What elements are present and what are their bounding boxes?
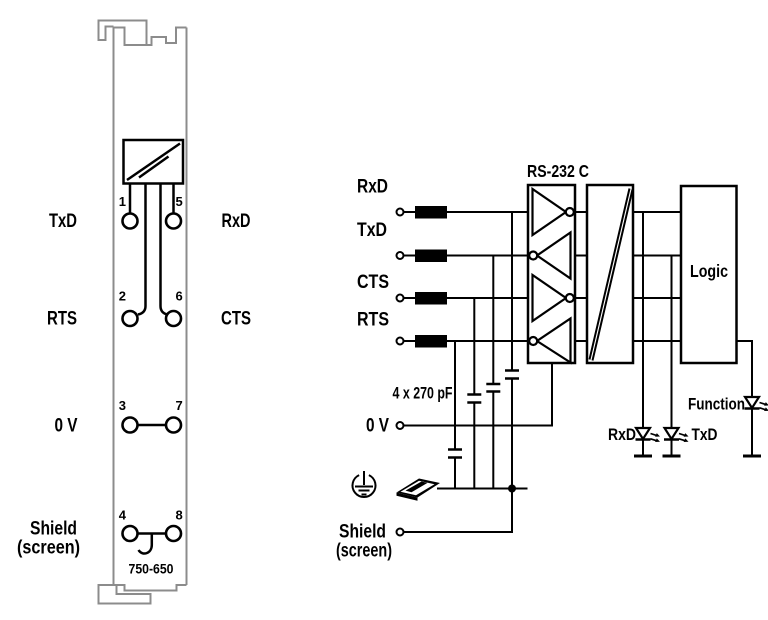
led-label-txd: TxD	[692, 426, 718, 444]
input-node-rxd	[395, 207, 405, 217]
input-node-0v	[395, 421, 405, 430]
din-rail-contact-icon	[396, 478, 440, 501]
module-label-rts: RTS	[47, 309, 77, 330]
led-wire-function	[736, 340, 753, 397]
module-label-shield: Shield	[30, 519, 77, 540]
isolation-diagonal-2	[591, 189, 634, 361]
terminal-number-6: 6	[176, 289, 183, 304]
module-label-txd: TxD	[49, 211, 77, 232]
rs232-standard-label: RS-232 C	[527, 161, 589, 181]
schematic-label-screen: (screen)	[336, 541, 392, 562]
input-node-shield	[395, 527, 405, 537]
rxd-led-icon	[633, 426, 661, 458]
terminal-number-4: 4	[119, 508, 127, 523]
shield-wire	[403, 488, 513, 533]
internal-circuit-schematic: Logic RxD TxD CTS	[336, 161, 768, 562]
zero-volt-wire	[403, 363, 553, 427]
txd-led-icon	[662, 426, 690, 458]
module-part-number: 750-650	[129, 562, 174, 577]
pin-terminal-2	[137, 183, 147, 316]
schematic-label-shield: Shield	[339, 522, 386, 543]
terminal-3	[121, 416, 139, 434]
logic-box	[679, 184, 738, 365]
terminal-4	[121, 524, 139, 543]
terminal-6	[164, 309, 183, 328]
isolation-diagonal-1	[588, 188, 631, 360]
module-label-screen: (screen)	[17, 538, 80, 559]
input-node-rts	[395, 336, 405, 346]
shield-hook-icon	[137, 533, 154, 555]
module-label-0v: 0 V	[55, 416, 78, 437]
capacitors-label: 4 x 270 pF	[393, 385, 453, 403]
terminal-8	[164, 524, 183, 543]
function-led-icon	[742, 395, 768, 458]
terminal-1	[121, 212, 139, 230]
terminal-number-8: 8	[176, 508, 183, 523]
logic-label: Logic	[690, 261, 728, 281]
schematic-label-txd: TxD	[357, 220, 387, 241]
converter-diagonal-short	[138, 155, 170, 179]
terminal-number-5: 5	[176, 194, 183, 209]
terminal-number-7: 7	[176, 398, 183, 413]
terminal-2	[121, 309, 139, 328]
choke-rts	[415, 335, 447, 348]
terminal-number-3: 3	[119, 398, 126, 413]
terminal-number-1: 1	[119, 194, 126, 209]
choke-cts	[415, 292, 447, 305]
input-node-txd	[395, 251, 405, 260]
earth-ground-icon	[351, 471, 377, 498]
module-top-edge	[113, 26, 187, 46]
terminal-number-2: 2	[119, 289, 126, 304]
capacitor-network	[448, 212, 519, 489]
led-label-function: Function	[688, 396, 745, 414]
choke-txd	[415, 249, 447, 262]
module-bottom-mount-foot	[97, 584, 152, 605]
schematic-label-rts: RTS	[357, 310, 389, 331]
schematic-label-cts: CTS	[357, 272, 389, 293]
module-bottom-edge	[113, 584, 187, 592]
choke-rxd	[415, 206, 447, 219]
converter-diagonal	[126, 142, 181, 182]
module-top-mount-tab	[97, 19, 148, 45]
module-label-cts: CTS	[221, 309, 251, 330]
led-label-rxd: RxD	[608, 426, 636, 444]
terminal-7	[164, 416, 183, 434]
terminal-5	[164, 212, 183, 230]
io-module-terminal-view: 1 5 2 6 3 7 4 8 TxD RxD RTS CTS 0 V Shie…	[17, 19, 251, 605]
junction-dot	[508, 484, 516, 493]
buffer-triangles	[528, 186, 575, 365]
schematic-label-0v: 0 V	[366, 416, 389, 437]
pin-terminal-6	[159, 183, 168, 316]
schematic-label-rxd: RxD	[357, 177, 388, 198]
input-node-cts	[395, 293, 405, 303]
module-label-rxd: RxD	[222, 211, 251, 232]
